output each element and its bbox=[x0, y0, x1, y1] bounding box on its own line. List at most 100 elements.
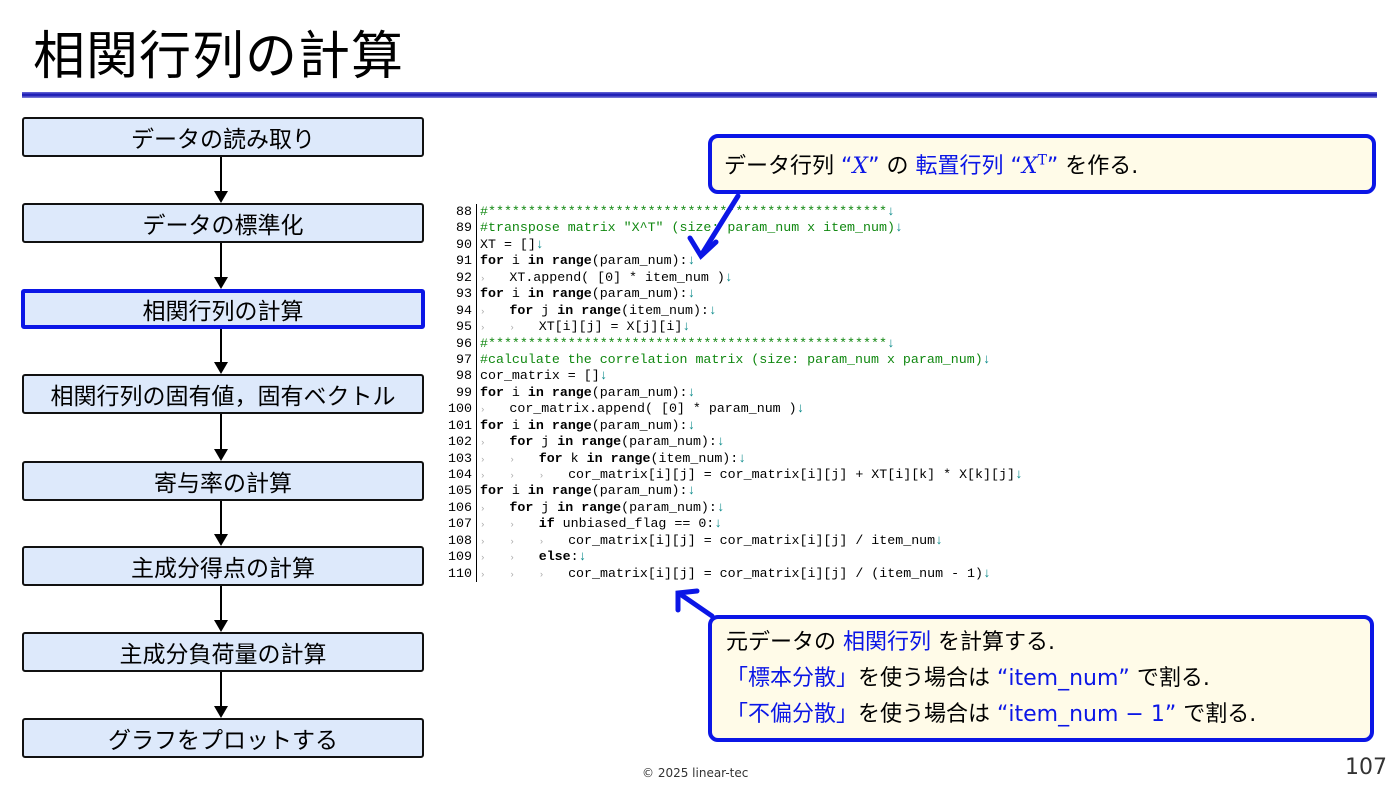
line-number: 97 bbox=[448, 351, 477, 369]
tab-marker: › bbox=[509, 520, 515, 531]
code-line: 102› for j in range(param_num):↓ bbox=[448, 434, 1023, 451]
code-keyword: in bbox=[557, 302, 574, 318]
code-keyword: range bbox=[581, 434, 622, 450]
code-line: 104› › › cor_matrix[i][j] = cor_matrix[i… bbox=[448, 467, 1023, 484]
code-keyword: for bbox=[509, 434, 534, 450]
flow-arrow bbox=[214, 243, 228, 289]
code-text: (param_num): bbox=[591, 417, 688, 433]
code-text: (param_num): bbox=[591, 483, 688, 499]
callout-text: データ行列 “X” の 転置行列 “XT” を作る. bbox=[724, 152, 1139, 179]
line-number: 100 bbox=[448, 401, 477, 418]
tab-marker: › bbox=[480, 306, 486, 317]
code-keyword: for bbox=[538, 450, 563, 466]
code-comment: #***************************************… bbox=[480, 335, 887, 351]
line-number: 93 bbox=[448, 286, 477, 303]
arrow-to-transpose-code bbox=[699, 193, 741, 257]
code-text: j bbox=[533, 434, 558, 450]
code-text: (param_num): bbox=[591, 286, 688, 302]
newline-marker: ↓ bbox=[687, 417, 696, 433]
code-text: i bbox=[503, 253, 528, 269]
code-keyword: range bbox=[581, 499, 622, 515]
line-number: 98 bbox=[448, 368, 477, 385]
code-line: 107› › if unbiased_flag == 0:↓ bbox=[448, 516, 1023, 533]
code-line: 95› › XT[i][j] = X[j][i]↓ bbox=[448, 319, 1023, 336]
line-number: 88 bbox=[448, 204, 477, 221]
tab-marker: › bbox=[480, 471, 486, 481]
code-text: cor_matrix[i][j] = cor_matrix[i][j] / (i… bbox=[568, 565, 984, 581]
code-line: 92› XT.append( [0] * item_num )↓ bbox=[448, 269, 1023, 287]
code-keyword: for bbox=[509, 499, 534, 515]
line-number: 91 bbox=[448, 253, 477, 270]
newline-marker: ↓ bbox=[894, 220, 903, 236]
code-text: k bbox=[562, 450, 587, 466]
newline-marker: ↓ bbox=[983, 565, 991, 581]
newline-marker: ↓ bbox=[738, 450, 747, 466]
page-number: 107 bbox=[1345, 755, 1387, 780]
code-text: (param_num): bbox=[621, 434, 717, 450]
code-text: (param_num): bbox=[621, 499, 717, 515]
code-comment: #***************************************… bbox=[480, 204, 887, 219]
line-number: 108 bbox=[448, 532, 477, 550]
code-keyword: for bbox=[480, 483, 504, 499]
tab-marker: › bbox=[480, 273, 486, 284]
flow-arrow bbox=[214, 414, 228, 461]
tab-marker: › bbox=[509, 553, 515, 564]
code-text: j bbox=[533, 302, 558, 318]
code-keyword: for bbox=[480, 417, 504, 433]
code-text: cor_matrix[i][j] = cor_matrix[i][j] / it… bbox=[568, 532, 936, 548]
flow-step: 相関行列の計算 bbox=[21, 289, 425, 329]
code-text: XT.append( [0] * item_num ) bbox=[509, 269, 725, 285]
tab-marker: › bbox=[480, 503, 486, 514]
callout-line-3: 「不偏分散」を使う場合は “item_num − 1” で割る. bbox=[726, 702, 1257, 727]
line-number: 106 bbox=[448, 499, 477, 517]
newline-marker: ↓ bbox=[714, 516, 723, 532]
code-keyword: range bbox=[581, 302, 622, 318]
code-line: 94› for j in range(item_num):↓ bbox=[448, 302, 1023, 320]
callout-line-1: 元データの 相関行列 を計算する. bbox=[726, 630, 1056, 655]
callout-line-2: 「標本分散」を使う場合は “item_num” で割る. bbox=[726, 666, 1210, 691]
flow-arrow bbox=[214, 672, 228, 718]
code-line: 106› for j in range(param_num):↓ bbox=[448, 499, 1023, 517]
code-text: cor_matrix[i][j] = cor_matrix[i][j] + XT… bbox=[568, 467, 1015, 482]
newline-marker: ↓ bbox=[708, 302, 717, 318]
line-number: 95 bbox=[448, 319, 477, 336]
code-line: 100› cor_matrix.append( [0] * param_num … bbox=[448, 401, 1023, 418]
newline-marker: ↓ bbox=[687, 384, 696, 400]
newline-marker: ↓ bbox=[796, 401, 805, 417]
tab-marker: › bbox=[480, 438, 486, 449]
tab-marker: › bbox=[480, 553, 486, 564]
code-keyword: range bbox=[551, 417, 592, 433]
code-keyword: for bbox=[480, 384, 504, 400]
code-text: i bbox=[503, 483, 528, 499]
code-keyword: in bbox=[557, 434, 574, 450]
code-line: 108› › › cor_matrix[i][j] = cor_matrix[i… bbox=[448, 532, 1023, 550]
code-keyword: range bbox=[551, 253, 592, 269]
tab-marker: › bbox=[509, 454, 515, 465]
newline-marker: ↓ bbox=[935, 532, 944, 548]
code-text: : bbox=[570, 549, 579, 565]
code-text: (item_num): bbox=[650, 450, 739, 466]
page-title: 相関行列の計算 bbox=[33, 27, 405, 87]
flow-step: 主成分負荷量の計算 bbox=[22, 632, 424, 672]
code-comment: #transpose matrix "X^T" (size: param_num… bbox=[480, 220, 895, 236]
newline-marker: ↓ bbox=[886, 335, 895, 351]
code-keyword: in bbox=[586, 450, 603, 466]
newline-marker: ↓ bbox=[1014, 467, 1023, 482]
code-text: cor_matrix.append( [0] * param_num ) bbox=[509, 401, 797, 417]
newline-marker: ↓ bbox=[886, 204, 895, 219]
flow-arrow bbox=[214, 157, 228, 203]
line-number: 105 bbox=[448, 483, 477, 500]
code-keyword: in bbox=[527, 417, 544, 433]
code-line: 103› › for k in range(item_num):↓ bbox=[448, 450, 1023, 468]
flow-step: データの標準化 bbox=[22, 203, 424, 243]
line-number: 104 bbox=[448, 467, 477, 484]
tab-marker: › bbox=[480, 569, 486, 580]
code-keyword: in bbox=[557, 499, 574, 515]
newline-marker: ↓ bbox=[687, 253, 696, 269]
